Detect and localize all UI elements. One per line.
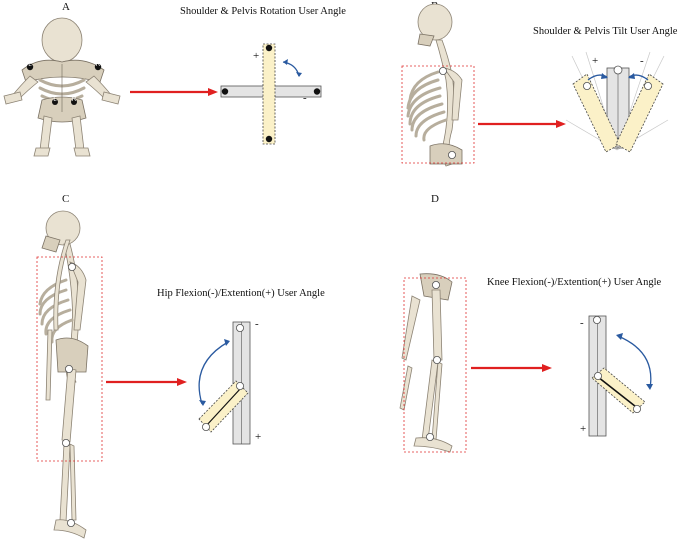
- panel-d-highlight-box: [403, 277, 467, 453]
- panel-a-caption: Shoulder & Pelvis Rotation User Angle: [180, 6, 346, 17]
- panel-d-letter: D: [431, 193, 439, 205]
- panel-c-highlight-box: [36, 256, 103, 462]
- marker-left-shoulder: [26, 63, 34, 71]
- panel-c-arrow: [106, 378, 187, 386]
- panel-b-caption: Shoulder & Pelvis Tilt User Angle: [533, 26, 678, 37]
- panel-a-joint-markers: [26, 63, 102, 105]
- panel-d-joint-markers: [425, 280, 441, 441]
- panel-b-tilt-diagram: [565, 51, 669, 153]
- panel-a-arrow: [130, 88, 218, 96]
- panel-b-highlight-box: [401, 65, 475, 164]
- panel-b-joint-markers: [438, 67, 456, 159]
- panel-b-minus-sign: -: [640, 55, 644, 67]
- panel-c-plus-sign: +: [255, 431, 262, 443]
- panel-c-caption: Hip Flexion(-)/Extention(+) User Angle: [157, 288, 325, 299]
- panel-c-letter: C: [62, 193, 70, 205]
- panel-a-skeleton-illustration: [3, 17, 121, 157]
- panel-a-plus-sign: +: [253, 50, 260, 62]
- panel-b-skeleton-illustration: [406, 3, 463, 167]
- panel-d-skeleton-illustration: [399, 273, 453, 453]
- panel-a-letter: A: [62, 1, 70, 13]
- marker-label-left-pelvis: L: [53, 97, 57, 103]
- panel-a-minus-sign: -: [303, 92, 307, 104]
- marker-right-shoulder: [94, 63, 102, 71]
- panel-a-rotation-diagram: [220, 43, 322, 145]
- panel-c-skeleton-illustration: [38, 210, 89, 539]
- marker-label-right-pelvis: R: [71, 97, 77, 103]
- panel-d-knee-diagram: [588, 315, 653, 437]
- panel-d-caption: Knee Flexion(-)/Extention(+) User Angle: [487, 277, 662, 288]
- marker-label-left-shoulder: L: [28, 62, 32, 68]
- panel-d-plus-sign: +: [580, 423, 587, 435]
- marker-right-pelvis: [71, 99, 77, 105]
- panel-d-minus-sign: -: [580, 317, 584, 329]
- panel-b-arrow: [478, 120, 566, 128]
- panel-d-arrow: [471, 364, 552, 372]
- panel-c-minus-sign: -: [255, 318, 259, 330]
- marker-left-pelvis: [52, 99, 58, 105]
- panel-b-plus-sign: +: [592, 55, 599, 67]
- panel-c-hip-diagram: [198, 321, 251, 445]
- panel-c-joint-markers: [62, 262, 77, 528]
- marker-label-right-shoulder: R: [95, 62, 101, 68]
